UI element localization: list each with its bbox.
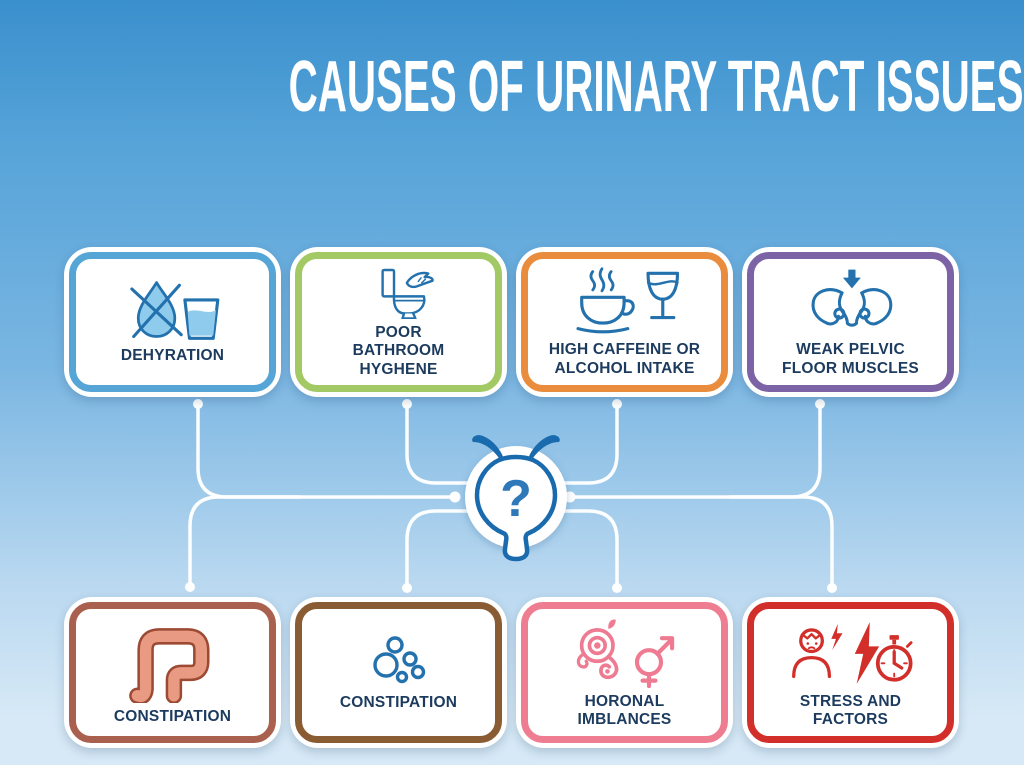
card-label: POOR BATHROOM HYGHENE <box>352 324 445 378</box>
connector-paths <box>185 399 837 593</box>
card-dehydration: DEHYRATION <box>64 247 281 397</box>
bubbles-icon <box>372 636 425 684</box>
no-water-glass-icon <box>129 281 219 341</box>
stress-bolt-stopwatch-icon <box>791 621 913 684</box>
card-label: WEAK PELVIC FLOOR MUSCLES <box>782 341 919 377</box>
card-label: HORONAL IMBLANCES <box>577 692 672 728</box>
page-title: CAUSES OF URINARY TRACT ISSUES <box>288 47 1024 127</box>
card-label: DEHYRATION <box>120 347 225 365</box>
title-bar: CAUSES OF URINARY TRACT ISSUES <box>0 46 1024 128</box>
pelvis-arrow-icon <box>811 269 892 327</box>
coffee-wine-icon <box>575 267 679 334</box>
card-stress-factors: STRESS AND FACTORS <box>742 597 959 748</box>
card-label: CONSTIPATION <box>339 693 458 711</box>
card-poor-bathroom-hygiene: POOR BATHROOM HYGHENE <box>290 247 507 397</box>
card-label: CONSTIPATION <box>113 707 232 725</box>
bladder-question-icon: ? <box>465 435 567 562</box>
gender-symbols-icon <box>576 619 674 688</box>
card-label: HIGH CAFFEINE OR ALCOHOL INTAKE <box>548 341 701 377</box>
toilet-hand-icon <box>380 268 434 320</box>
card-weak-pelvic-floor: WEAK PELVIC FLOOR MUSCLES <box>742 247 959 397</box>
question-mark: ? <box>500 470 532 528</box>
card-constipation-intestine: CONSTIPATION <box>64 597 281 748</box>
intestine-icon <box>128 627 210 703</box>
card-constipation-bubbles: CONSTIPATION <box>290 597 507 748</box>
card-hormonal-imbalances: HORONAL IMBLANCES <box>516 597 733 748</box>
card-label: STRESS AND FACTORS <box>799 692 902 728</box>
card-high-caffeine-alcohol: HIGH CAFFEINE OR ALCOHOL INTAKE <box>516 247 733 397</box>
